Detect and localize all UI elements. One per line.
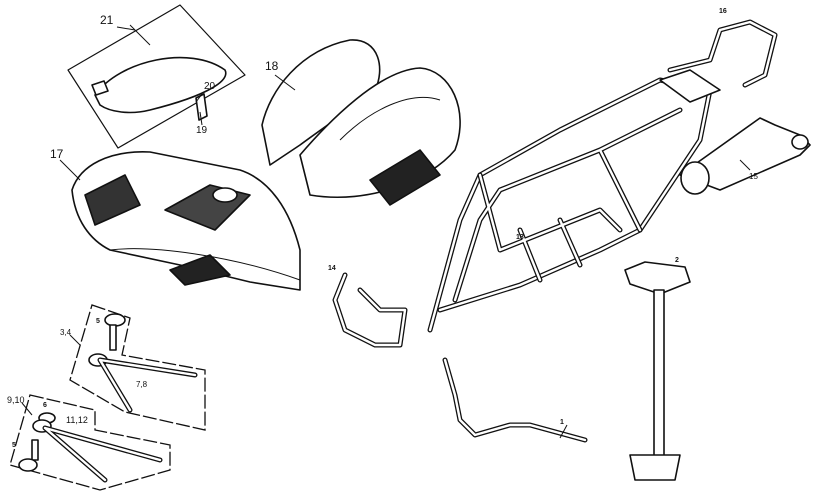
front-fender [71, 151, 301, 291]
front-bumper [332, 272, 408, 348]
label-frame: 13 [516, 234, 524, 241]
label-handlebar: 1 [560, 419, 564, 426]
rear-rack [667, 19, 778, 88]
seat-assembly [67, 4, 246, 149]
label-front-fender: 17 [50, 147, 64, 161]
label-lower-arm: 11,12 [66, 415, 88, 425]
label-lower-ball-joint: 5 [12, 442, 16, 449]
label-latch-pin: 19 [196, 125, 208, 136]
leader-lines [21, 26, 751, 439]
swing-arm [679, 117, 811, 195]
rear-fender [261, 39, 461, 206]
frame [427, 69, 721, 333]
label-front-bumper: 14 [328, 265, 336, 272]
label-upper-arm: 7,8 [136, 380, 148, 389]
lower-arm-assembly [9, 394, 171, 491]
label-rear-rack: 16 [719, 8, 727, 15]
label-steering-plate: 2 [675, 257, 679, 264]
upper-arm-assembly [69, 304, 206, 431]
label-lower-arm-group: 9,10 [7, 395, 25, 405]
label-lower-bushing: 6 [43, 402, 47, 409]
label-seat-latch: 20 [204, 81, 216, 92]
label-rear-fender: 18 [265, 59, 279, 73]
label-seat: 21 [100, 13, 114, 27]
steering-column [624, 261, 691, 481]
label-swing-arm: 15 [749, 172, 758, 181]
handlebar [442, 357, 588, 443]
label-upper-ball-joint: 5 [96, 318, 100, 325]
label-upper-arm-group: 3,4 [60, 328, 72, 337]
